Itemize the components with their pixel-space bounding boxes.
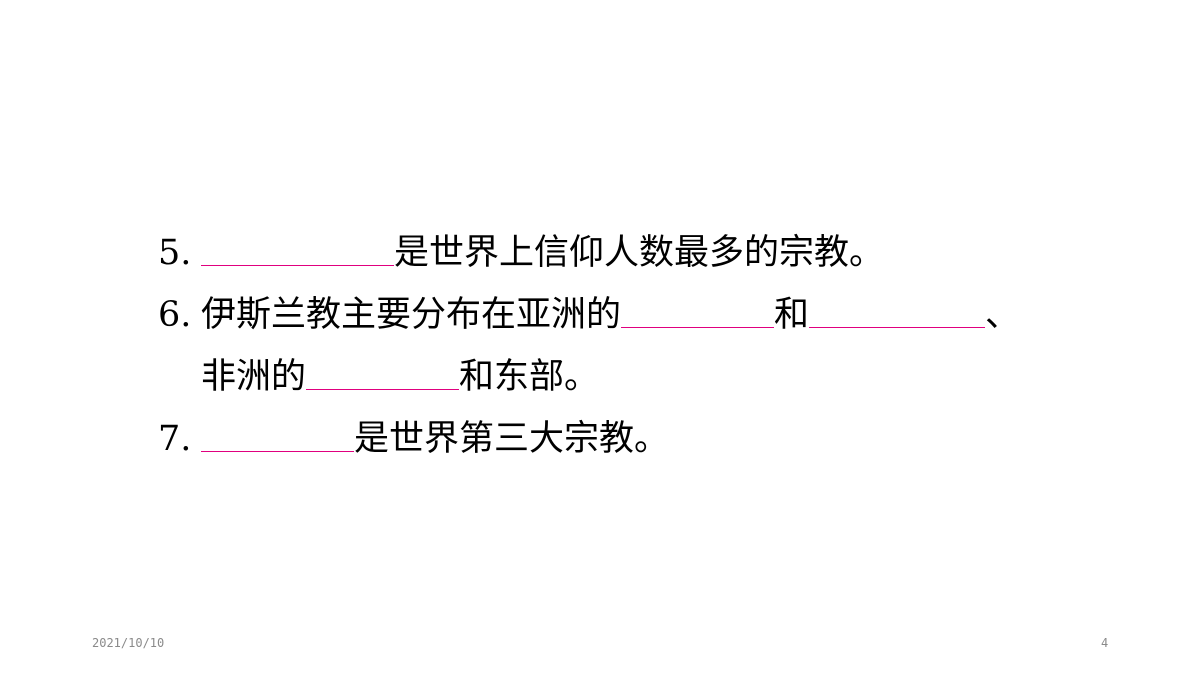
question-text: 伊斯兰教主要分布在亚洲的 [201,295,622,335]
question-number: 5. [158,233,192,273]
question-number: 6. [158,295,192,335]
answer-blank[interactable] [809,299,986,328]
question-6: 6.伊斯兰教主要分布在亚洲的 和 、 [158,284,1020,346]
answer-blank[interactable] [621,299,775,328]
question-5: 5. 是世界上信仰人数最多的宗教。 [158,222,1020,284]
answer-blank[interactable] [306,361,460,390]
answer-blank[interactable] [201,237,394,266]
question-text: 是世界第三大宗教。 [354,419,670,459]
question-text: 非洲的 [201,357,307,397]
question-text: 和东部。 [459,357,600,397]
question-punctuation: 、 [985,295,1021,335]
footer-date: 2021/10/10 [92,636,165,650]
question-6-continued: 非洲的 和东部。 [158,346,1020,408]
question-list: 5. 是世界上信仰人数最多的宗教。 6.伊斯兰教主要分布在亚洲的 和 、 非洲的 和东部… [158,222,1020,470]
page-number: 4 [1101,636,1109,650]
question-7: 7. 是世界第三大宗教。 [158,408,1020,470]
question-number: 7. [158,419,192,459]
question-text: 和 [774,295,810,335]
question-text: 是世界上信仰人数最多的宗教。 [394,233,885,273]
answer-blank[interactable] [201,423,354,452]
